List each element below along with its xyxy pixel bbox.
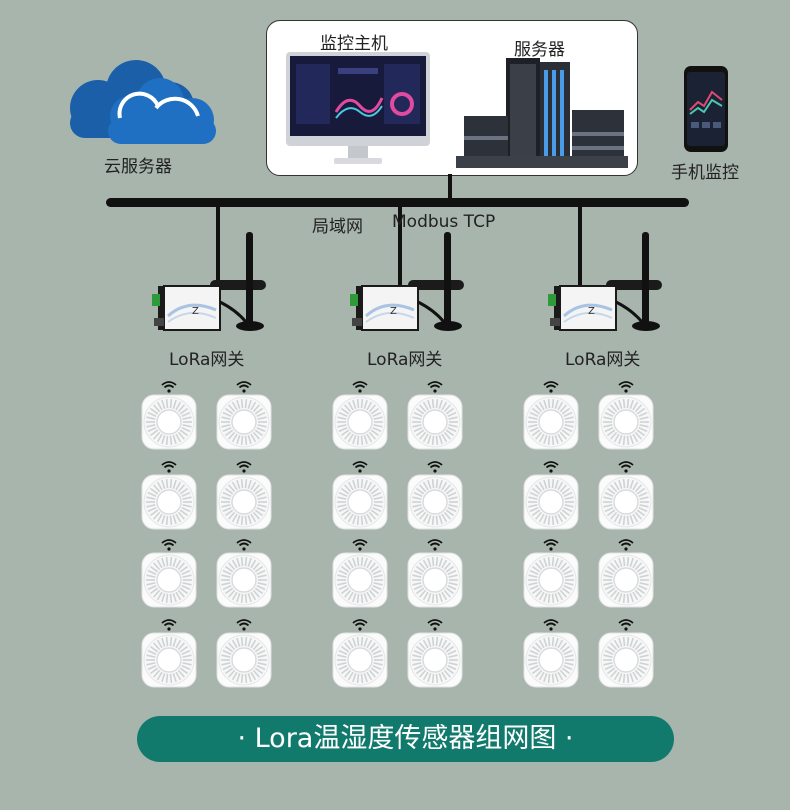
gateway-2-connector: [398, 205, 402, 290]
gateway-device-icon: Z: [350, 232, 464, 331]
svg-text:Z: Z: [192, 306, 199, 317]
wifi-icon: [352, 616, 368, 635]
wifi-icon: [236, 378, 252, 397]
server-rack-icon: [456, 58, 628, 168]
monitor-icon: [286, 52, 430, 164]
gateway-device-icon: Z: [548, 232, 662, 331]
lora-temperature-humidity-sensor: [216, 394, 272, 450]
footer-title: · Lora温湿度传感器组网图 ·: [137, 716, 674, 762]
lan-label: 局域网: [312, 217, 363, 237]
svg-text:Z: Z: [390, 306, 397, 317]
wifi-icon: [618, 378, 634, 397]
lora-temperature-humidity-sensor: [523, 474, 579, 530]
wifi-icon: [236, 616, 252, 635]
lora-temperature-humidity-sensor: [523, 552, 579, 608]
lora-temperature-humidity-sensor: [216, 474, 272, 530]
phone-label: 手机监控: [671, 163, 739, 183]
lora-gateway-2: Z: [348, 226, 472, 340]
wifi-icon: [543, 458, 559, 477]
wifi-icon: [427, 616, 443, 635]
lora-gateway-1: Z: [150, 226, 274, 340]
wifi-icon: [352, 378, 368, 397]
lora-temperature-humidity-sensor: [216, 552, 272, 608]
wifi-icon: [427, 536, 443, 555]
wifi-icon: [161, 616, 177, 635]
wifi-icon: [618, 458, 634, 477]
lora-gateway-3: Z: [546, 226, 670, 340]
lan-bus: [106, 198, 689, 207]
cloud-label: 云服务器: [104, 157, 172, 177]
lora-temperature-humidity-sensor: [407, 552, 463, 608]
wifi-icon: [352, 458, 368, 477]
wifi-icon: [543, 616, 559, 635]
gateway-3-connector: [578, 205, 582, 290]
lora-temperature-humidity-sensor: [523, 394, 579, 450]
gateway-label: LoRa网关: [565, 350, 641, 370]
lora-temperature-humidity-sensor: [141, 552, 197, 608]
wifi-icon: [161, 378, 177, 397]
lora-temperature-humidity-sensor: [141, 632, 197, 688]
wifi-icon: [236, 458, 252, 477]
lora-temperature-humidity-sensor: [332, 552, 388, 608]
wifi-icon: [161, 536, 177, 555]
cloud-icon: [70, 60, 216, 144]
gateway-1-connector: [216, 205, 220, 290]
lora-temperature-humidity-sensor: [598, 394, 654, 450]
lora-temperature-humidity-sensor: [332, 632, 388, 688]
gateway-label: LoRa网关: [169, 350, 245, 370]
lora-temperature-humidity-sensor: [407, 394, 463, 450]
wifi-icon: [618, 616, 634, 635]
wifi-icon: [543, 378, 559, 397]
host-label: 监控主机: [320, 34, 388, 54]
host-connector: [448, 174, 452, 200]
wifi-icon: [618, 536, 634, 555]
gateway-label: LoRa网关: [367, 350, 443, 370]
lora-temperature-humidity-sensor: [141, 394, 197, 450]
svg-text:Z: Z: [588, 306, 595, 317]
lora-temperature-humidity-sensor: [141, 474, 197, 530]
lora-temperature-humidity-sensor: [598, 552, 654, 608]
lora-temperature-humidity-sensor: [332, 394, 388, 450]
gateway-device-icon: Z: [152, 232, 266, 331]
lora-temperature-humidity-sensor: [598, 632, 654, 688]
lora-temperature-humidity-sensor: [407, 474, 463, 530]
lora-temperature-humidity-sensor: [332, 474, 388, 530]
lora-temperature-humidity-sensor: [598, 474, 654, 530]
wifi-icon: [427, 458, 443, 477]
server-label: 服务器: [514, 40, 565, 60]
wifi-icon: [161, 458, 177, 477]
lora-temperature-humidity-sensor: [523, 632, 579, 688]
wifi-icon: [543, 536, 559, 555]
protocol-label: Modbus TCP: [392, 212, 496, 232]
wifi-icon: [352, 536, 368, 555]
lora-temperature-humidity-sensor: [407, 632, 463, 688]
phone-icon: [684, 66, 728, 152]
wifi-icon: [236, 536, 252, 555]
wifi-icon: [427, 378, 443, 397]
lora-temperature-humidity-sensor: [216, 632, 272, 688]
